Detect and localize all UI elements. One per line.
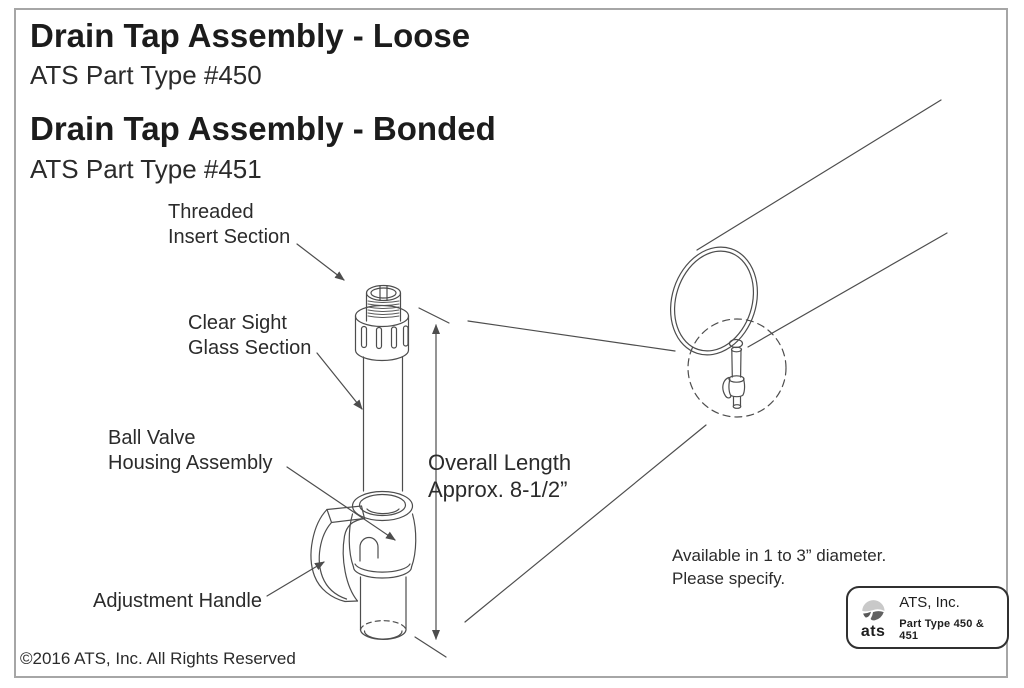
collar-nut-drawing [356,306,409,361]
pipe-drawing [657,100,947,366]
dimension-tick-bottom [415,637,446,657]
logo-mark-column: ats [856,597,890,639]
detail-connector-lines [465,321,706,622]
logo-company-name: ATS, Inc. [899,593,960,611]
ball-valve-leader-arrow [287,467,396,540]
installed-tap-drawing [723,340,745,409]
sight-glass-leader-arrow [317,353,363,410]
detail-circle [688,319,786,417]
logo-text-ats: ats [860,622,886,640]
label-line: Please specify. [672,569,786,588]
page-border [14,8,1008,678]
label-line: Ball Valve [108,427,196,449]
leader-arrows [267,244,396,596]
copyright-text: ©2016 ATS, Inc. All Rights Reserved [20,649,296,668]
assembly-drawing [311,286,416,640]
part-type-450: ATS Part Type #450 [30,60,262,90]
page-title-bonded: Drain Tap Assembly - Bonded [30,110,496,147]
page-title-loose: Drain Tap Assembly - Loose [30,17,471,54]
label-line: Threaded [168,201,254,223]
ats-globe-icon [862,599,885,620]
label-line: Available in 1 to 3” diameter. [672,546,887,565]
label-line: Approx. 8-1/2” [428,477,568,502]
logo-part-type: Part Type 450 & 451 [899,617,984,642]
label-adjustment-handle: Adjustment Handle [93,590,262,612]
availability-note: Available in 1 to 3” diameter. Please sp… [672,544,886,590]
label-line: Insert Section [168,226,291,248]
label-threaded-insert: Threaded Insert Section [168,200,290,250]
label-overall-length: Overall Length Approx. 8-1/2” [428,449,571,503]
label-line: Glass Section [188,337,312,359]
threaded-insert-drawing [367,286,401,322]
dimension-line [415,308,449,657]
logo-box: ats ATS, Inc. Part Type 450 & 451 [846,586,1009,649]
logo-text-column: ATS, Inc. Part Type 450 & 451 [899,594,1001,642]
label-clear-sight-glass: Clear Sight Glass Section [188,311,311,361]
label-line: Overall Length [428,450,572,475]
label-line: Clear Sight [188,312,287,334]
ball-valve-drawing [349,492,416,579]
threaded-leader-arrow [297,244,345,281]
label-ball-valve-housing: Ball Valve Housing Assembly [108,426,273,476]
dimension-tick-top [419,308,449,323]
outlet-tube-drawing [361,577,407,639]
handle-leader-arrow [267,562,325,596]
label-line: Housing Assembly [108,452,273,474]
adjustment-handle-drawing [311,506,364,602]
sight-glass-drawing [364,357,403,491]
part-type-451: ATS Part Type #451 [30,154,262,184]
